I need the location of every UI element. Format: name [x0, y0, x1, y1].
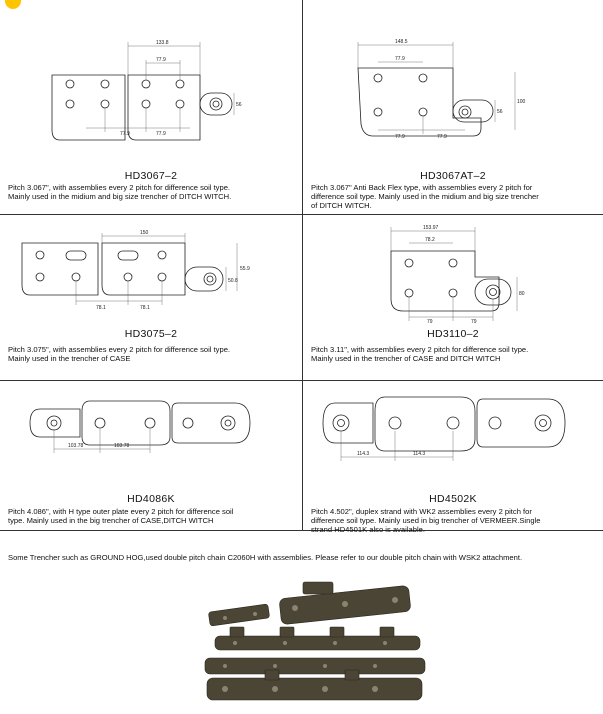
dim-label: 100	[517, 99, 526, 105]
product-cell-hd3067at-2: 148.5 77.9 100 56 77.9 77.9 HD3067AT–2 P…	[303, 0, 603, 214]
dim-label: 80	[519, 291, 525, 297]
dim-label: 114.3	[357, 451, 369, 457]
product-description: Pitch 3.067", with assemblies every 2 pi…	[8, 183, 232, 201]
row-divider	[0, 214, 603, 215]
dim-label: 55.9	[240, 266, 250, 272]
product-code: HD3067–2	[124, 170, 178, 182]
column-divider	[302, 0, 303, 530]
product-description: Pitch 3.075", with assemblies every 2 pi…	[8, 345, 231, 363]
dim-label: 103.78	[114, 443, 130, 449]
product-code: HD3075–2	[124, 328, 178, 340]
double-pitch-chain-note: Some Trencher such as GROUND HOG,used do…	[8, 553, 523, 562]
yellow-corner-mark	[5, 0, 21, 9]
dim-label: 77.9	[156, 131, 166, 137]
drawing-hd3067-2: 133.8 77.9 77.9 77.9 56	[51, 40, 242, 141]
chain-photo	[204, 581, 426, 701]
dim-label: 79	[427, 319, 433, 325]
product-cell-hd3075-2: 150 55.9 50.8 78.1 78.1 HD3075–2 Pitch 3…	[0, 215, 302, 380]
dim-label: 133.8	[156, 40, 169, 46]
dim-label: 77.9	[120, 131, 130, 137]
product-description: Pitch 4.086", with H type outer plate ev…	[8, 507, 234, 525]
row-divider	[0, 530, 603, 531]
product-cell-hd3110-2: 153.97 78.2 80 79 79 HD3110–2 Pitch 3.11…	[303, 215, 603, 380]
dim-label: 77.9	[395, 134, 405, 140]
row-divider	[0, 380, 603, 381]
dim-label: 78.1	[140, 305, 150, 311]
dim-label: 50.8	[228, 278, 238, 284]
drawing-hd3075-2: 150 55.9 50.8 78.1 78.1	[21, 230, 250, 311]
dim-label: 114.3	[413, 451, 425, 457]
drawing-hd4086k: 103.78 103.78	[29, 400, 251, 453]
product-description: Pitch 3.067" Anti Back Flex type, with a…	[311, 183, 539, 210]
product-cell-hd3067-2: 133.8 77.9 77.9 77.9 56 HD3067–2 Pitch 3…	[0, 0, 302, 214]
dim-label: 77.9	[437, 134, 447, 140]
dim-label: 77.9	[395, 56, 405, 62]
product-code: HD4502K	[429, 493, 477, 505]
product-description: Pitch 4.502", duplex strand with WK2 ass…	[311, 507, 541, 534]
dim-label: 148.5	[395, 39, 408, 45]
dim-label: 153.97	[423, 225, 439, 231]
dim-label: 78.1	[96, 305, 106, 311]
product-code: HD3067AT–2	[420, 170, 486, 182]
product-description: Pitch 3.11", with assemblies every 2 pit…	[311, 345, 529, 363]
drawing-hd3110-2: 153.97 78.2 80 79 79	[390, 225, 525, 325]
product-code: HD4086K	[127, 493, 175, 505]
dim-label: 103.78	[68, 443, 84, 449]
product-cell-hd4502k: 114.3 114.3 HD4502K Pitch 4.502", duplex…	[303, 381, 603, 534]
dim-label: 56	[236, 102, 242, 108]
product-cell-hd4086k: 103.78 103.78 HD4086K Pitch 4.086", with…	[0, 381, 302, 530]
dim-label: 56	[497, 109, 503, 115]
drawing-hd3067at-2: 148.5 77.9 100 56 77.9 77.9	[357, 39, 526, 140]
drawing-hd4502k: 114.3 114.3	[322, 396, 566, 461]
dim-label: 77.9	[156, 57, 166, 63]
dim-label: 150	[140, 230, 149, 236]
product-code: HD3110–2	[427, 328, 479, 340]
dim-label: 78.2	[425, 237, 435, 243]
dim-label: 79	[471, 319, 477, 325]
